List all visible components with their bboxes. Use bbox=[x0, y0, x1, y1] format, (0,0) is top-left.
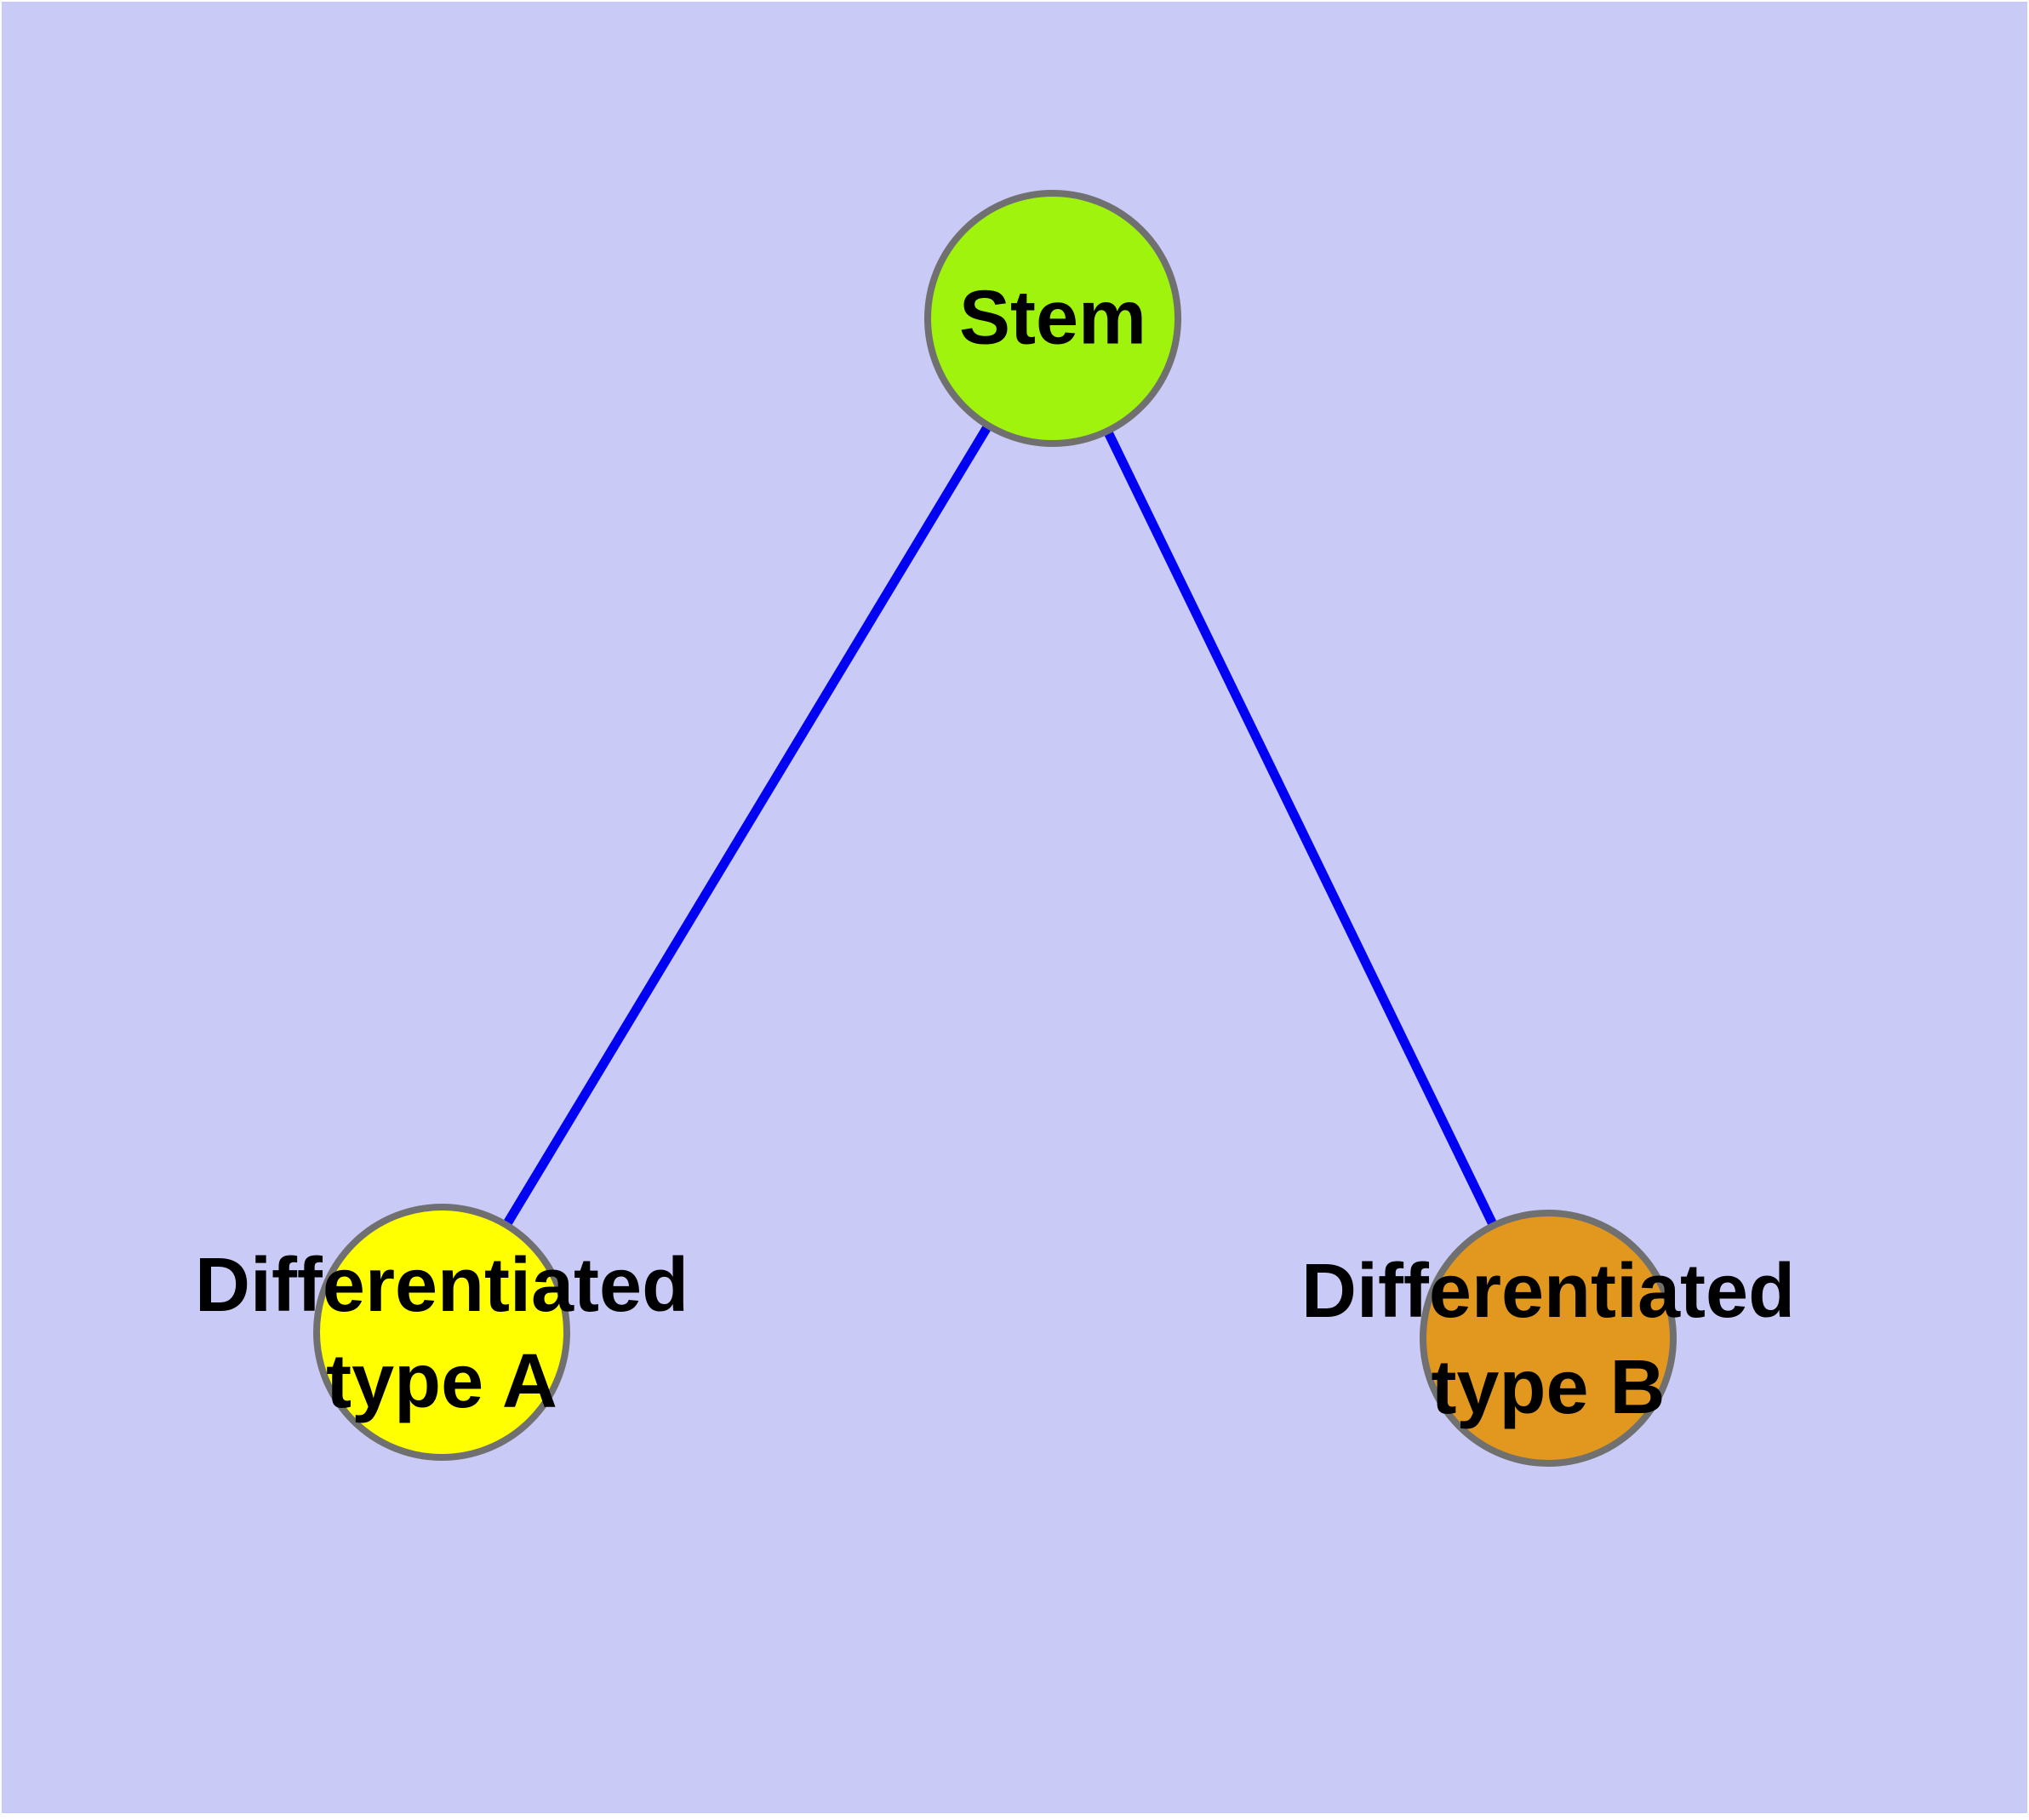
node-label-stem: Stem bbox=[958, 275, 1147, 361]
node-label-differentiated-type-b: Differentiated type B bbox=[1300, 1249, 1796, 1430]
node-stem bbox=[924, 190, 1181, 447]
node-label-differentiated-type-a: Differentiated type A bbox=[194, 1243, 689, 1424]
node-differentiated-type-b bbox=[1420, 1210, 1677, 1467]
edge-stem-to-type-a bbox=[437, 316, 1057, 1335]
edge-stem-to-type-b bbox=[1049, 316, 1552, 1341]
node-differentiated-type-a bbox=[313, 1204, 570, 1461]
